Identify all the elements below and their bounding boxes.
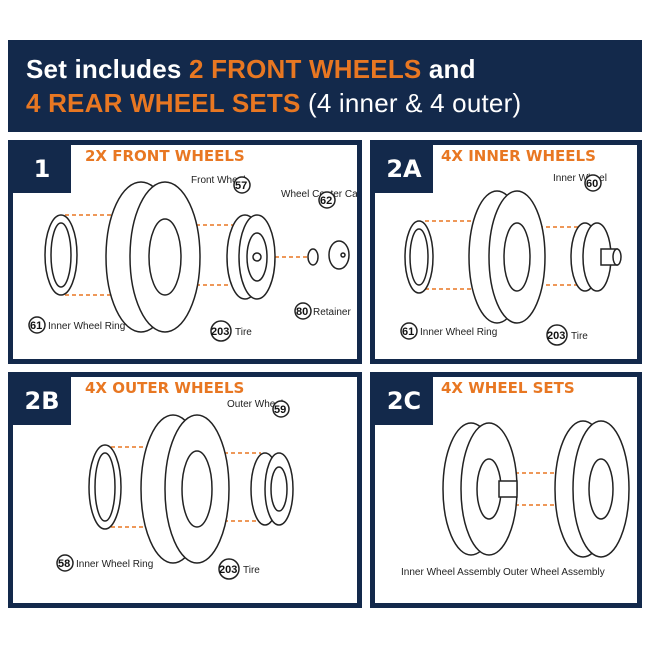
outer-wheel-exploded-diagram: Outer Wheel 59 58 Inner Wheel Ring 203 T… xyxy=(56,399,294,580)
front-wheel-exploded-diagram: Front Wheel 57 Wheel Center Cap 62 80 Re… xyxy=(28,175,357,342)
outer-wheel-assembly xyxy=(554,420,630,558)
inner-wheel-ring-part xyxy=(44,214,78,296)
header-line-1-prefix: Set includes xyxy=(26,54,189,84)
outer-wheel-part xyxy=(250,452,294,526)
header-line-1: Set includes 2 FRONT WHEELS and xyxy=(26,54,476,85)
callout-number-60: 60 xyxy=(586,178,598,190)
panel-wheel-sets: 2C 4X WHEEL SETS Inner Wheel Assembly Ou… xyxy=(370,372,642,608)
panel-title: 4X OUTER WHEELS xyxy=(85,379,245,397)
header-line-2: 4 REAR WHEEL SETS (4 inner & 4 outer) xyxy=(26,88,521,119)
retainer-part xyxy=(307,248,319,266)
callout-label-inner-wheel-ring: Inner Wheel Ring xyxy=(48,321,125,332)
tire-part xyxy=(140,414,230,564)
callout-number-203: 203 xyxy=(547,330,565,342)
callout-number-203: 203 xyxy=(219,564,237,576)
header-line-2-suffix: (4 inner & 4 outer) xyxy=(300,88,522,118)
callout-number-59: 59 xyxy=(274,404,286,416)
panel-inner-wheels: 2A 4X INNER WHEELS Inner Wheel 60 61 Inn… xyxy=(370,140,642,364)
panel-outer-wheels: 2B 4X OUTER WHEELS Outer Wheel 59 58 Inn… xyxy=(8,372,362,608)
inner-wheel-part xyxy=(570,222,622,292)
callout-label-retainer: Retainer xyxy=(313,307,351,318)
callout-label-wheel-center-cap: Wheel Center Cap xyxy=(281,189,357,200)
callout-label-inner-wheel: Inner Wheel xyxy=(553,173,607,184)
header-line-1-accent: 2 FRONT WHEELS xyxy=(188,54,422,84)
panel-front-wheels: 1 2X FRONT WHEELS Front Wheel 57 Wheel C… xyxy=(8,140,362,364)
callout-number-61: 61 xyxy=(30,320,42,332)
tire-part xyxy=(468,190,546,324)
panel-title: 2X FRONT WHEELS xyxy=(85,147,245,165)
callout-number-61: 61 xyxy=(402,326,414,338)
header-line-1-suffix: and xyxy=(421,54,476,84)
callout-label-tire: Tire xyxy=(571,331,588,342)
wheel-set-diagram: Inner Wheel Assembly Outer Wheel Assembl… xyxy=(401,420,630,578)
callout-number-57: 57 xyxy=(235,180,247,192)
callout-label-inner-wheel-ring: Inner Wheel Ring xyxy=(76,559,153,570)
panel-badge: 2C xyxy=(375,377,433,425)
inner-wheel-ring-part xyxy=(88,444,122,530)
panel-badge: 2B xyxy=(13,377,71,425)
callout-label-inner-wheel-ring: Inner Wheel Ring xyxy=(420,327,497,338)
callout-number-58: 58 xyxy=(58,558,70,570)
callout-number-80: 80 xyxy=(296,306,308,318)
callout-label-tire: Tire xyxy=(243,565,260,576)
panel-title: 4X INNER WHEELS xyxy=(441,147,596,165)
callout-label-inner-wheel-assembly: Inner Wheel Assembly xyxy=(401,567,501,578)
panel-badge: 2A xyxy=(375,145,433,193)
inner-wheel-exploded-diagram: Inner Wheel 60 61 Inner Wheel Ring 203 T… xyxy=(400,173,622,346)
inner-wheel-assembly xyxy=(442,422,518,556)
panel-title: 4X WHEEL SETS xyxy=(441,379,575,397)
callout-label-front-wheel: Front Wheel xyxy=(191,175,245,186)
callout-label-tire: Tire xyxy=(235,327,252,338)
inner-wheel-ring-part xyxy=(404,220,434,294)
callout-label-outer-wheel-assembly: Outer Wheel Assembly xyxy=(503,567,605,578)
header-line-2-accent: 4 REAR WHEEL SETS xyxy=(26,88,301,118)
callout-number-203: 203 xyxy=(211,326,229,338)
callout-label-outer-wheel: Outer Wheel xyxy=(227,399,283,410)
wheel-center-cap-part xyxy=(328,240,350,270)
callout-number-62: 62 xyxy=(320,195,332,207)
tire-part xyxy=(105,181,201,333)
header-banner: Set includes 2 FRONT WHEELS and 4 REAR W… xyxy=(8,40,642,132)
front-wheel-part xyxy=(226,214,276,300)
panel-badge: 1 xyxy=(13,145,71,193)
